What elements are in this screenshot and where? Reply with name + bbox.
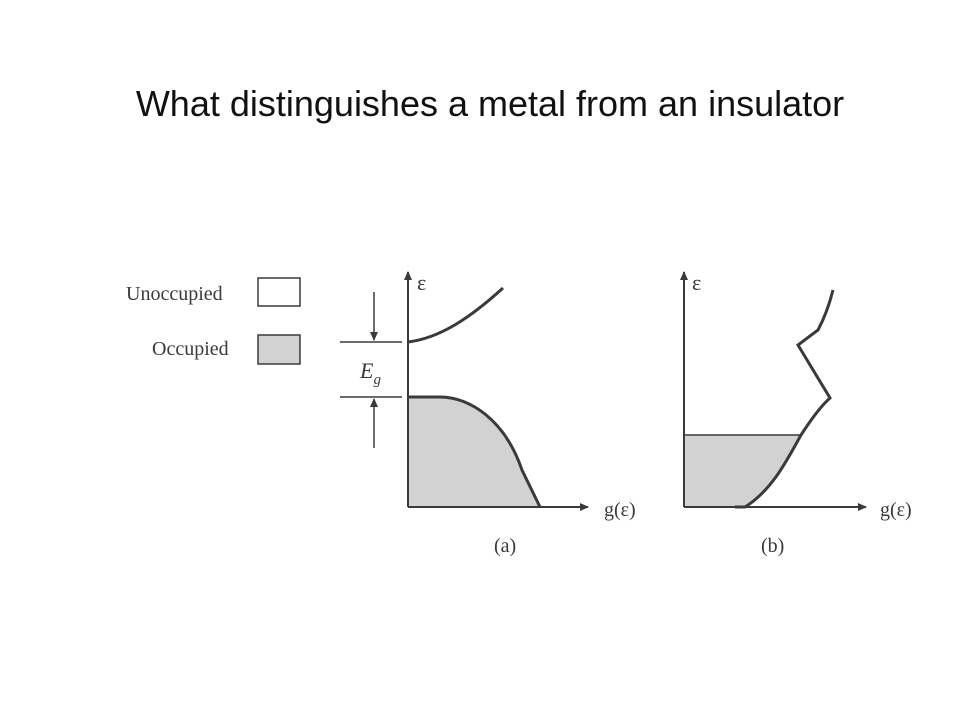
- legend-unoccupied-label: Unoccupied: [126, 283, 223, 305]
- panel-a-conduction-curve: [407, 286, 505, 344]
- legend: Unoccupied Occupied: [126, 277, 301, 365]
- panel-a: ε g(ε) Eg (a): [340, 270, 636, 557]
- panel-b-y-axis-label: ε: [692, 270, 701, 295]
- legend-unoccupied-swatch: [257, 277, 301, 307]
- panel-b-dos-curve: [735, 289, 835, 509]
- panel-a-gap-label: Eg: [359, 358, 381, 388]
- panel-a-valence-curve: [408, 395, 542, 508]
- panel-b-occupied-band: [684, 435, 801, 507]
- panel-b-caption: (b): [761, 535, 784, 557]
- legend-occupied-label: Occupied: [152, 338, 229, 360]
- panel-b-x-axis-label: g(ε): [880, 499, 912, 521]
- panel-a-x-axis-label: g(ε): [604, 499, 636, 521]
- panel-a-caption: (a): [494, 535, 516, 557]
- panel-b: ε g(ε) (b): [680, 270, 912, 557]
- slide-title: What distinguishes a metal from an insul…: [135, 83, 845, 124]
- panel-a-y-axis-label: ε: [417, 270, 426, 295]
- legend-occupied-swatch: [257, 334, 301, 365]
- panel-a-occupied-band: [408, 397, 540, 507]
